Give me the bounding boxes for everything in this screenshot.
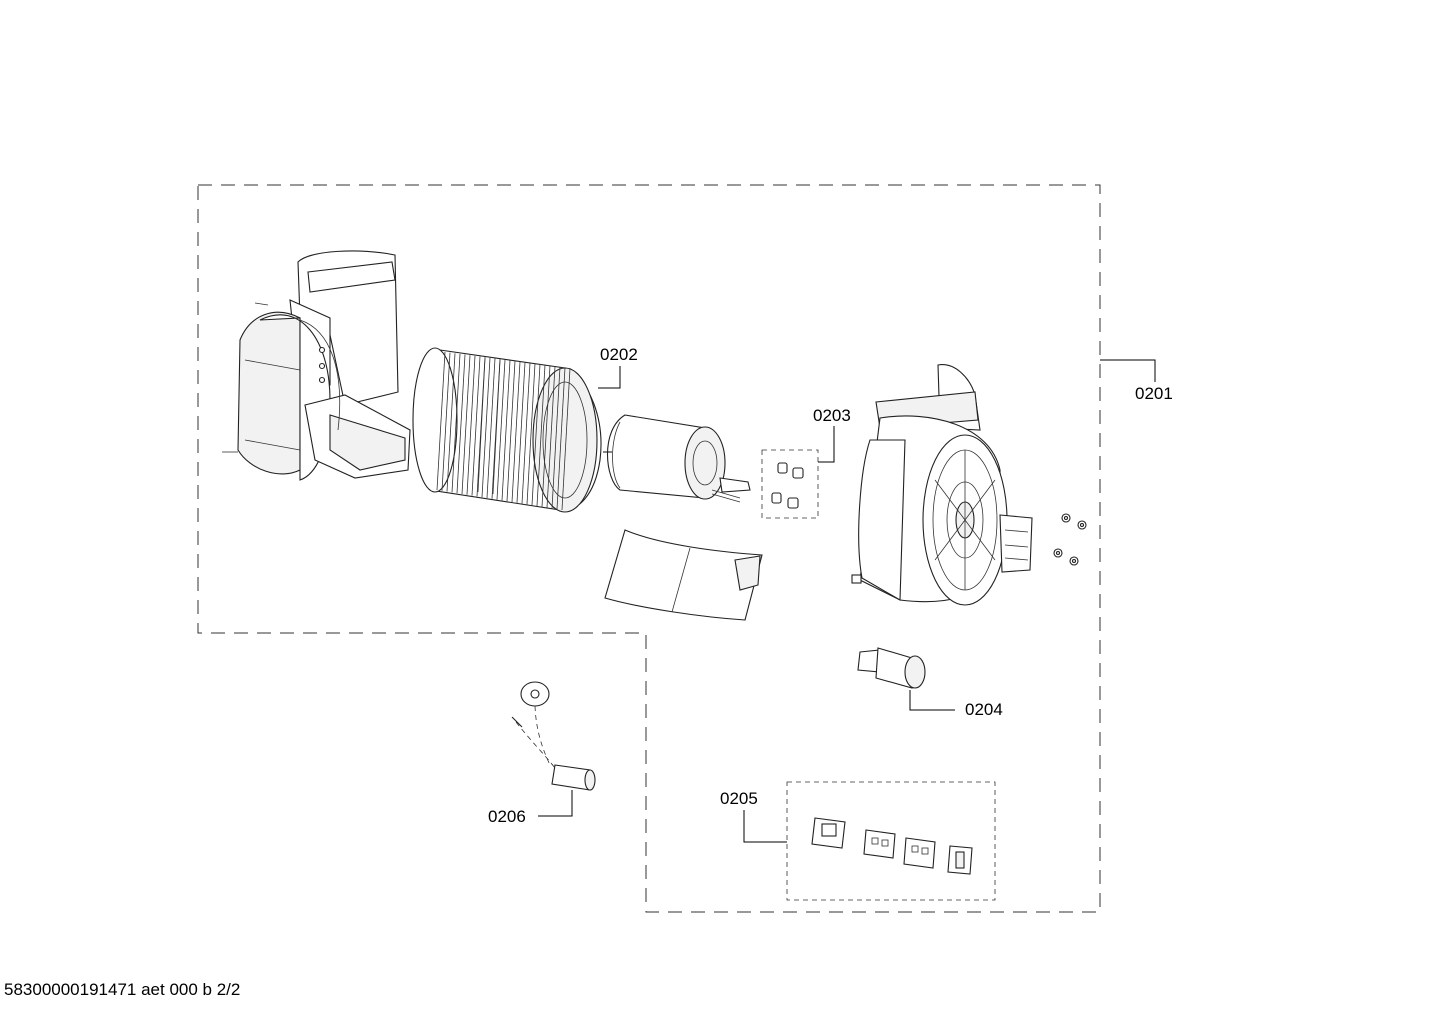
impeller-blade <box>516 362 526 503</box>
impeller-blade <box>471 356 481 496</box>
impeller-blade <box>486 358 496 499</box>
label-0203: 0203 <box>813 406 851 425</box>
impeller-blade <box>551 366 561 509</box>
leader-0203 <box>818 426 835 463</box>
impeller-blade <box>546 366 556 508</box>
dampers-group-0203[interactable] <box>761 449 819 519</box>
housing-left-half[interactable] <box>222 250 411 481</box>
leader-0201 <box>1100 359 1156 382</box>
label-0204: 0204 <box>965 700 1003 719</box>
label-0202: 0202 <box>600 345 638 364</box>
capacitor-0204[interactable] <box>857 647 926 689</box>
impeller-blade <box>556 367 566 510</box>
impeller-blade <box>511 361 521 503</box>
impeller-blade <box>561 367 571 511</box>
label-0201: 0201 <box>1135 384 1173 403</box>
fan-motor[interactable] <box>603 414 751 503</box>
label-0205: 0205 <box>720 789 758 808</box>
impeller-blade <box>536 364 546 507</box>
air-deflector-plate[interactable] <box>604 529 763 621</box>
impeller-blade <box>451 353 461 493</box>
impeller-blade <box>436 351 446 491</box>
label-0206: 0206 <box>488 807 526 826</box>
impeller-blade <box>456 354 466 494</box>
impeller-blade <box>531 364 541 506</box>
impeller-blade <box>441 352 451 491</box>
impeller-blade <box>461 355 471 495</box>
leader-0204 <box>909 690 955 711</box>
leader-0205 <box>743 810 787 843</box>
impeller-blade <box>446 353 456 492</box>
drawing-reference-footer: 58300000191471 aet 000 b 2/2 <box>4 980 241 999</box>
impeller-blade <box>506 360 516 502</box>
impeller-blade <box>541 365 551 507</box>
impeller-blade <box>481 357 491 498</box>
housing-right-half[interactable] <box>851 364 1033 606</box>
impeller-blade <box>496 359 506 500</box>
leader-0202 <box>598 366 621 389</box>
assembly-boundary-0201 <box>197 184 1101 913</box>
impeller-blade <box>466 355 476 495</box>
fixing-nuts[interactable] <box>1053 513 1087 566</box>
cable-assembly-0206[interactable] <box>511 681 596 791</box>
impeller-wheel[interactable] <box>412 347 602 513</box>
impeller-blade <box>501 360 511 501</box>
connectors-group-0205[interactable] <box>786 781 996 901</box>
leader-0206 <box>538 790 573 817</box>
impeller-blade <box>521 362 531 504</box>
impeller-blade <box>526 363 536 505</box>
